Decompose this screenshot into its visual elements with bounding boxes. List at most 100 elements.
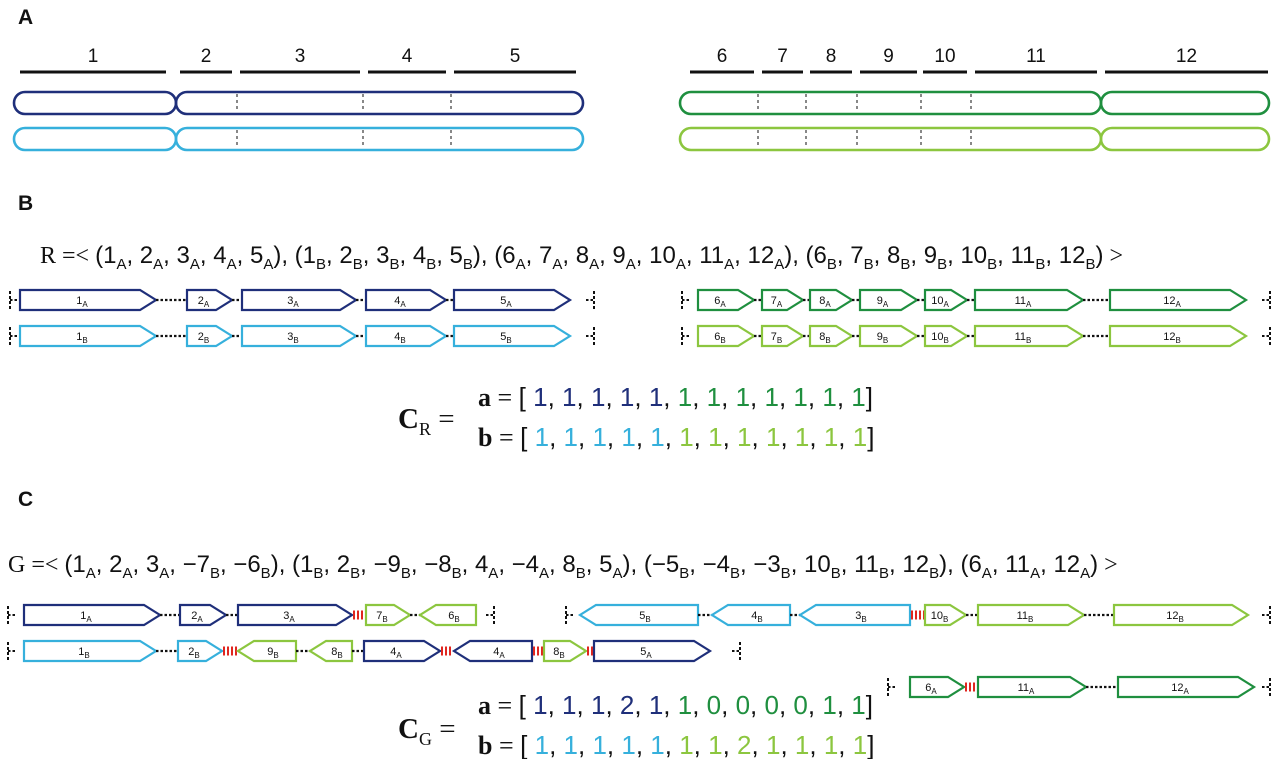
copy-number-value: 1	[678, 690, 692, 720]
segment-block	[452, 288, 573, 312]
formula-subscript: B	[353, 256, 363, 273]
segment-block	[577, 603, 700, 627]
formula-separator: ,	[279, 551, 292, 578]
formula-element: 12	[747, 242, 774, 269]
copy-number-value: 0	[707, 690, 721, 720]
vector-separator: ,	[605, 382, 619, 412]
vector-separator: ,	[692, 690, 706, 720]
formula-subscript: A	[539, 565, 549, 582]
vector-separator: ,	[780, 730, 794, 759]
formula-subscript: B	[350, 565, 360, 582]
copy-number-value: 1	[793, 382, 807, 412]
formula-element: 2	[339, 242, 352, 269]
copy-number-value: 1	[851, 382, 865, 412]
formula-separator: ,	[740, 551, 753, 578]
formula-element: 6	[502, 242, 515, 269]
vector-separator: ,	[780, 422, 794, 452]
block-label-subscript: A	[293, 300, 299, 309]
formula-subscript: B	[316, 256, 326, 273]
segment-block	[542, 639, 589, 663]
vector-separator: ,	[607, 730, 621, 759]
formula-subscript: B	[1085, 256, 1095, 273]
formula-separator: ,	[526, 242, 539, 269]
copy-number-value: 1	[591, 690, 605, 720]
vector-separator: ,	[665, 730, 679, 759]
copy-number-value: 1	[591, 382, 605, 412]
block-label: 8B	[819, 331, 830, 345]
segment-block	[417, 603, 478, 627]
reference-chromosomes	[12, 90, 1271, 152]
copy-number-value: 1	[708, 422, 722, 452]
formula-paren: (	[64, 551, 72, 578]
rearranged-genome-formula: G =< (1A, 2A, 3A, −7B, −6B), (1B, 2B, −9…	[8, 551, 1118, 582]
vector-separator: ,	[837, 690, 851, 720]
formula-separator: ,	[498, 551, 511, 578]
segment-block	[808, 288, 855, 312]
block-label-subscript: B	[757, 615, 762, 624]
copy-number-symbol-g: CG =	[398, 713, 456, 749]
block-label-subscript: B	[337, 651, 342, 660]
chromosome-b-arm-2	[174, 126, 585, 152]
formula-element: −5	[652, 551, 679, 578]
vector-separator: ,	[577, 382, 591, 412]
block-label: 7B	[771, 331, 782, 345]
copy-number-value: 1	[766, 730, 780, 759]
chromosome-a-arm-2	[174, 90, 585, 116]
block-label-subscript: A	[400, 300, 406, 309]
vector-separator: ,	[808, 690, 822, 720]
copy-number-value: 2	[620, 690, 634, 720]
formula-separator: ,	[549, 551, 562, 578]
formula-subscript: B	[929, 565, 939, 582]
segment-block	[307, 639, 354, 663]
segment-block	[923, 603, 969, 627]
vector-separator: ,	[692, 382, 706, 412]
segment-block	[18, 288, 159, 312]
formula-element: 2	[140, 242, 153, 269]
copy-number-value: 1	[708, 730, 722, 759]
block-label-subscript: A	[204, 300, 210, 309]
block-label: 5B	[500, 331, 511, 345]
vector-name: a	[478, 691, 491, 720]
formula-subscript: A	[159, 565, 169, 582]
formula-separator: ,	[326, 242, 339, 269]
segment-block	[858, 288, 920, 312]
formula-separator: ,	[586, 551, 599, 578]
formula-separator: ,	[792, 242, 805, 269]
formula-subscript: A	[227, 256, 237, 273]
copy-number-value: 1	[650, 730, 664, 759]
formula-subscript: A	[190, 256, 200, 273]
block-label-subscript: B	[506, 336, 511, 345]
block-label-subscript: A	[825, 300, 831, 309]
vector-separator: ,	[607, 422, 621, 452]
formula-separator: ,	[562, 242, 575, 269]
formula-separator: ,	[169, 551, 182, 578]
vector-separator: ,	[634, 382, 648, 412]
formula-separator: ,	[686, 242, 699, 269]
copy-number-value: 2	[737, 730, 751, 759]
segment-number: 1	[88, 46, 99, 67]
vector-separator: ,	[548, 382, 562, 412]
block-label-subscript: B	[943, 615, 948, 624]
formula-subscript: B	[900, 256, 910, 273]
block-label-subscript: A	[943, 300, 949, 309]
formula-separator: ,	[910, 242, 923, 269]
formula-separator: )	[273, 242, 281, 269]
formula-separator: ,	[481, 242, 494, 269]
copy-number-value: 1	[533, 690, 547, 720]
formula-subscript: B	[313, 565, 323, 582]
formula-separator: ,	[220, 551, 233, 578]
segment-block	[808, 324, 855, 348]
segment-number: 11	[1026, 46, 1046, 67]
formula-separator: )	[271, 551, 279, 578]
block-label-subscript: A	[1183, 687, 1189, 696]
formula-element: 4	[413, 242, 426, 269]
formula-element: 10	[804, 551, 831, 578]
vector-equals: =	[492, 423, 520, 452]
segment-block	[923, 288, 970, 312]
formula-subscript: B	[426, 256, 436, 273]
vector-separator: ]	[867, 730, 874, 759]
copy-number-value: 1	[621, 730, 635, 759]
block-label-subscript: B	[82, 336, 87, 345]
formula-subscript: B	[401, 565, 411, 582]
